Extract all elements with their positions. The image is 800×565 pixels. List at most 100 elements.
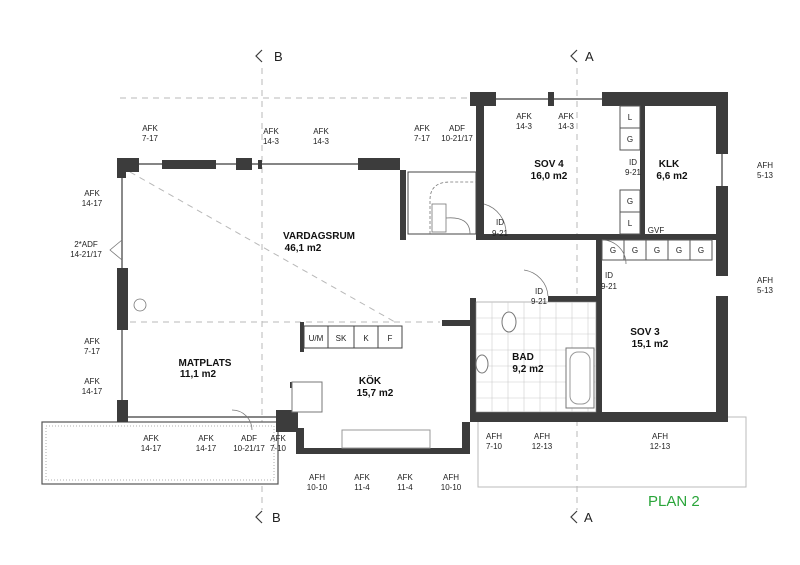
svg-text:ID: ID [605, 271, 613, 280]
window-labels: AFK 7-17 AFK 14-3 AFK 14-3 AFK 7-17 ADF … [70, 112, 773, 492]
svg-text:10-21/17: 10-21/17 [441, 134, 473, 143]
svg-text:9-21: 9-21 [531, 297, 548, 306]
svg-text:11-4: 11-4 [354, 483, 370, 492]
closet-label: G [676, 246, 682, 255]
closet-label: G [698, 246, 704, 255]
svg-text:14-17: 14-17 [196, 444, 217, 453]
door-label-bad: ID 9-21 [531, 287, 548, 306]
svg-text:AFH: AFH [757, 161, 773, 170]
svg-text:AFK: AFK [313, 127, 329, 136]
bathroom-floor [475, 301, 597, 413]
svg-text:14-17: 14-17 [141, 444, 162, 453]
svg-text:14-17: 14-17 [82, 199, 103, 208]
appliance-label: F [388, 334, 393, 343]
diagonal-guide [129, 171, 396, 323]
svg-text:AFK: AFK [516, 112, 532, 121]
kitchen-island [341, 429, 431, 449]
closet-label: L [628, 219, 633, 228]
svg-text:7-17: 7-17 [142, 134, 159, 143]
svg-text:14-21/17: 14-21/17 [70, 250, 102, 259]
svg-text:AFK: AFK [142, 124, 158, 133]
door-swings [109, 203, 627, 431]
closet-label: G [632, 246, 638, 255]
appliance-label: SK [336, 334, 347, 343]
closets-sov3: G G G G G [601, 239, 713, 261]
stair [407, 171, 477, 235]
svg-text:AFK: AFK [143, 434, 159, 443]
appliance-label: K [363, 334, 369, 343]
svg-text:AFK: AFK [263, 127, 279, 136]
door-label-stair: ID 9-21 [492, 218, 509, 238]
svg-text:7-17: 7-17 [414, 134, 431, 143]
svg-text:AFK: AFK [84, 377, 100, 386]
svg-text:9-21: 9-21 [601, 282, 618, 291]
svg-text:10-10: 10-10 [307, 483, 328, 492]
section-marker-a-bottom: A [570, 510, 593, 525]
room-name-sov4: SOV 4 [534, 159, 564, 170]
svg-text:14-3: 14-3 [313, 137, 330, 146]
closet-label: G [627, 197, 633, 206]
svg-text:12-13: 12-13 [650, 442, 671, 451]
section-marker-b-bottom: B [255, 510, 281, 525]
room-area-kok: 15,7 m2 [357, 388, 394, 399]
room-name-sov3: SOV 3 [630, 327, 660, 338]
closet-label: L [628, 113, 633, 122]
section-marker-a-top: A [570, 49, 594, 64]
room-area-matplats: 11,1 m2 [180, 369, 217, 380]
walls [117, 92, 728, 454]
svg-text:AFK: AFK [84, 337, 100, 346]
appliance-label: U/M [309, 334, 324, 343]
room-area-bad: 9,2 m2 [512, 364, 544, 375]
svg-text:14-17: 14-17 [82, 387, 103, 396]
svg-text:14-3: 14-3 [263, 137, 280, 146]
room-name-bad: BAD [512, 352, 534, 363]
svg-text:5-13: 5-13 [757, 286, 774, 295]
svg-text:AFK: AFK [84, 189, 100, 198]
svg-text:AFH: AFH [486, 432, 502, 441]
section-label: B [272, 510, 281, 525]
svg-text:2*ADF: 2*ADF [74, 240, 98, 249]
svg-text:AFK: AFK [414, 124, 430, 133]
section-marker-b-top: B [255, 49, 283, 64]
door-label-sov4: ID 9-21 [625, 158, 642, 177]
kitchen-counter [291, 381, 323, 413]
svg-text:10-21/17: 10-21/17 [233, 444, 265, 453]
closet-label: G [654, 246, 660, 255]
svg-text:AFK: AFK [558, 112, 574, 121]
svg-text:7-10: 7-10 [270, 444, 287, 453]
balcony-outline [477, 416, 747, 488]
svg-text:AFH: AFH [652, 432, 668, 441]
room-name-klk: KLK [659, 159, 680, 170]
kitchen-appliances: U/M SK K F [303, 325, 403, 349]
room-area-vardagsrum: 46,1 m2 [285, 243, 322, 254]
room-area-sov4: 16,0 m2 [531, 171, 568, 182]
section-label: A [584, 510, 593, 525]
svg-text:7-17: 7-17 [84, 347, 101, 356]
svg-text:ID: ID [535, 287, 543, 296]
svg-text:AFH: AFH [757, 276, 773, 285]
svg-text:7-10: 7-10 [486, 442, 503, 451]
room-name-vardagsrum: VARDAGSRUM [283, 231, 355, 242]
svg-text:ID: ID [629, 158, 637, 167]
svg-text:ID: ID [496, 218, 504, 227]
svg-text:5-13: 5-13 [757, 171, 774, 180]
svg-text:12-13: 12-13 [532, 442, 553, 451]
gvf-label: GVF [648, 226, 665, 235]
door-label-sov3: ID 9-21 [601, 271, 618, 291]
svg-text:AFK: AFK [354, 473, 370, 482]
room-area-klk: 6,6 m2 [656, 171, 688, 182]
svg-text:9-21: 9-21 [625, 168, 642, 177]
svg-text:9-21: 9-21 [492, 229, 509, 238]
section-label: B [274, 49, 283, 64]
svg-text:AFH: AFH [309, 473, 325, 482]
terrace [41, 421, 279, 485]
svg-text:14-3: 14-3 [516, 122, 533, 131]
svg-text:10-10: 10-10 [441, 483, 462, 492]
svg-text:14-3: 14-3 [558, 122, 575, 131]
closet-label: G [627, 135, 633, 144]
closets-sov4: L G G L [619, 105, 641, 235]
svg-text:AFH: AFH [443, 473, 459, 482]
svg-text:AFK: AFK [270, 434, 286, 443]
svg-text:AFK: AFK [397, 473, 413, 482]
